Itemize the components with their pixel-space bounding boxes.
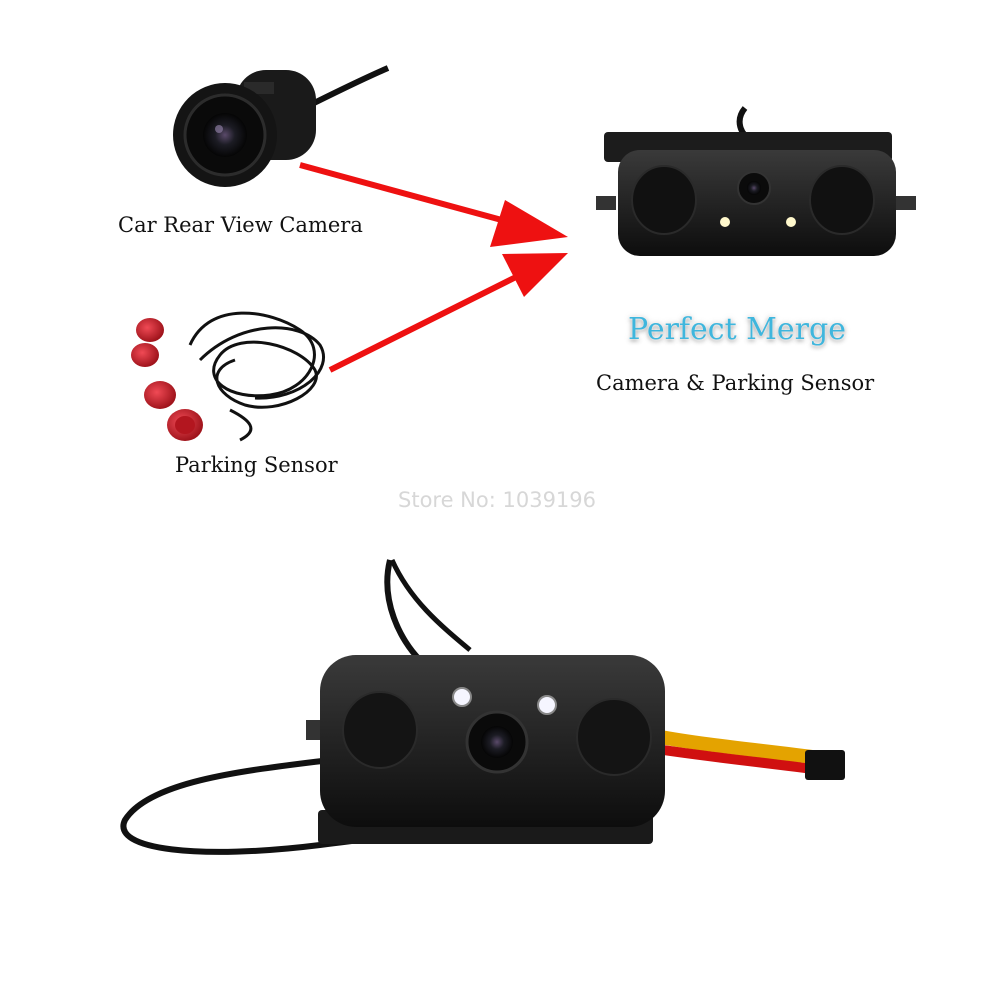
- merge-subtitle: Camera & Parking Sensor: [596, 371, 875, 395]
- arrow-sensor-to-merge: [328, 253, 568, 373]
- parking-sensor-image: [131, 311, 325, 442]
- store-watermark: Store No: 1039196: [398, 488, 597, 512]
- rear-view-camera-image: [173, 65, 390, 187]
- camera-caption: Car Rear View Camera: [118, 213, 363, 237]
- device-photo: [120, 558, 845, 855]
- merged-device-image: [596, 106, 916, 256]
- sensor-caption: Parking Sensor: [175, 453, 338, 477]
- merge-title: Perfect Merge: [628, 312, 846, 347]
- arrow-camera-to-merge: [299, 162, 568, 247]
